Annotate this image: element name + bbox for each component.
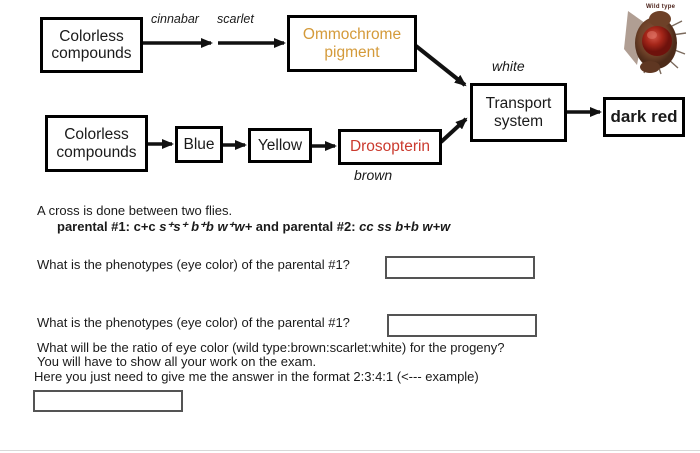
wild-type-caption: Wild type: [646, 4, 676, 10]
parental1-genotype-b: b⁺b: [191, 219, 214, 234]
node-ommochrome-pigment: Ommochrome pigment: [287, 15, 417, 72]
node-label: Transport system: [485, 95, 552, 130]
parental1-label: parental #1:: [57, 219, 130, 234]
ratio-question-line-1: What will be the ratio of eye color (wil…: [37, 340, 505, 355]
parental-genotypes-line: parental #1: c+c s⁺s⁺ b⁺b w⁺w+ and paren…: [57, 220, 450, 234]
connector-text: and: [255, 219, 279, 234]
answer-input-1[interactable]: [385, 256, 535, 279]
ratio-question-line-3: Here you just need to give me the answer…: [34, 369, 479, 384]
node-label: Colorless compounds: [56, 126, 137, 161]
node-label: Drosopterin: [349, 138, 431, 156]
node-label: Colorless compounds: [51, 27, 132, 62]
answer-input-3[interactable]: [33, 390, 183, 412]
node-label: dark red: [610, 107, 678, 127]
parental1-genotype-s: s⁺s⁺: [159, 219, 188, 234]
node-label: Ommochrome pigment: [302, 26, 402, 61]
parental1-genotype-w: w⁺w+: [217, 219, 253, 234]
node-dark-red: dark red: [603, 97, 685, 137]
gene-label-scarlet: scarlet: [217, 12, 254, 26]
node-label: Yellow: [257, 136, 303, 154]
node-drosopterin: Drosopterin: [338, 129, 442, 165]
question-2-label: What is the phenotypes (eye color) of th…: [37, 315, 350, 330]
question-1-label: What is the phenotypes (eye color) of th…: [37, 257, 350, 272]
node-colorless-compounds-bottom: Colorless compounds: [45, 115, 148, 172]
node-yellow: Yellow: [248, 128, 312, 163]
gene-label-cinnabar: cinnabar: [151, 12, 199, 26]
answer-input-2[interactable]: [387, 314, 537, 337]
ratio-question-line-2: You will have to show all your work on t…: [37, 354, 317, 369]
gene-label-brown: brown: [354, 167, 393, 183]
gene-label-white: white: [492, 58, 525, 74]
parental2-label: parental #2:: [282, 219, 356, 234]
bottom-divider: [0, 450, 700, 451]
fly-eye: [642, 26, 672, 56]
cross-intro-text: A cross is done between two flies.: [37, 203, 233, 218]
node-transport-system: Transport system: [470, 83, 567, 142]
fly-wing: [624, 11, 645, 65]
parental2-genotype: cc ss b+b w+w: [359, 219, 451, 234]
parental1-genotype-c: c+c: [133, 219, 156, 234]
fly-image: [624, 11, 687, 75]
node-label: Blue: [183, 135, 215, 153]
node-blue: Blue: [175, 126, 223, 163]
wild-type-fly-figure: Wild type: [614, 2, 696, 76]
node-colorless-compounds-top: Colorless compounds: [40, 17, 143, 73]
